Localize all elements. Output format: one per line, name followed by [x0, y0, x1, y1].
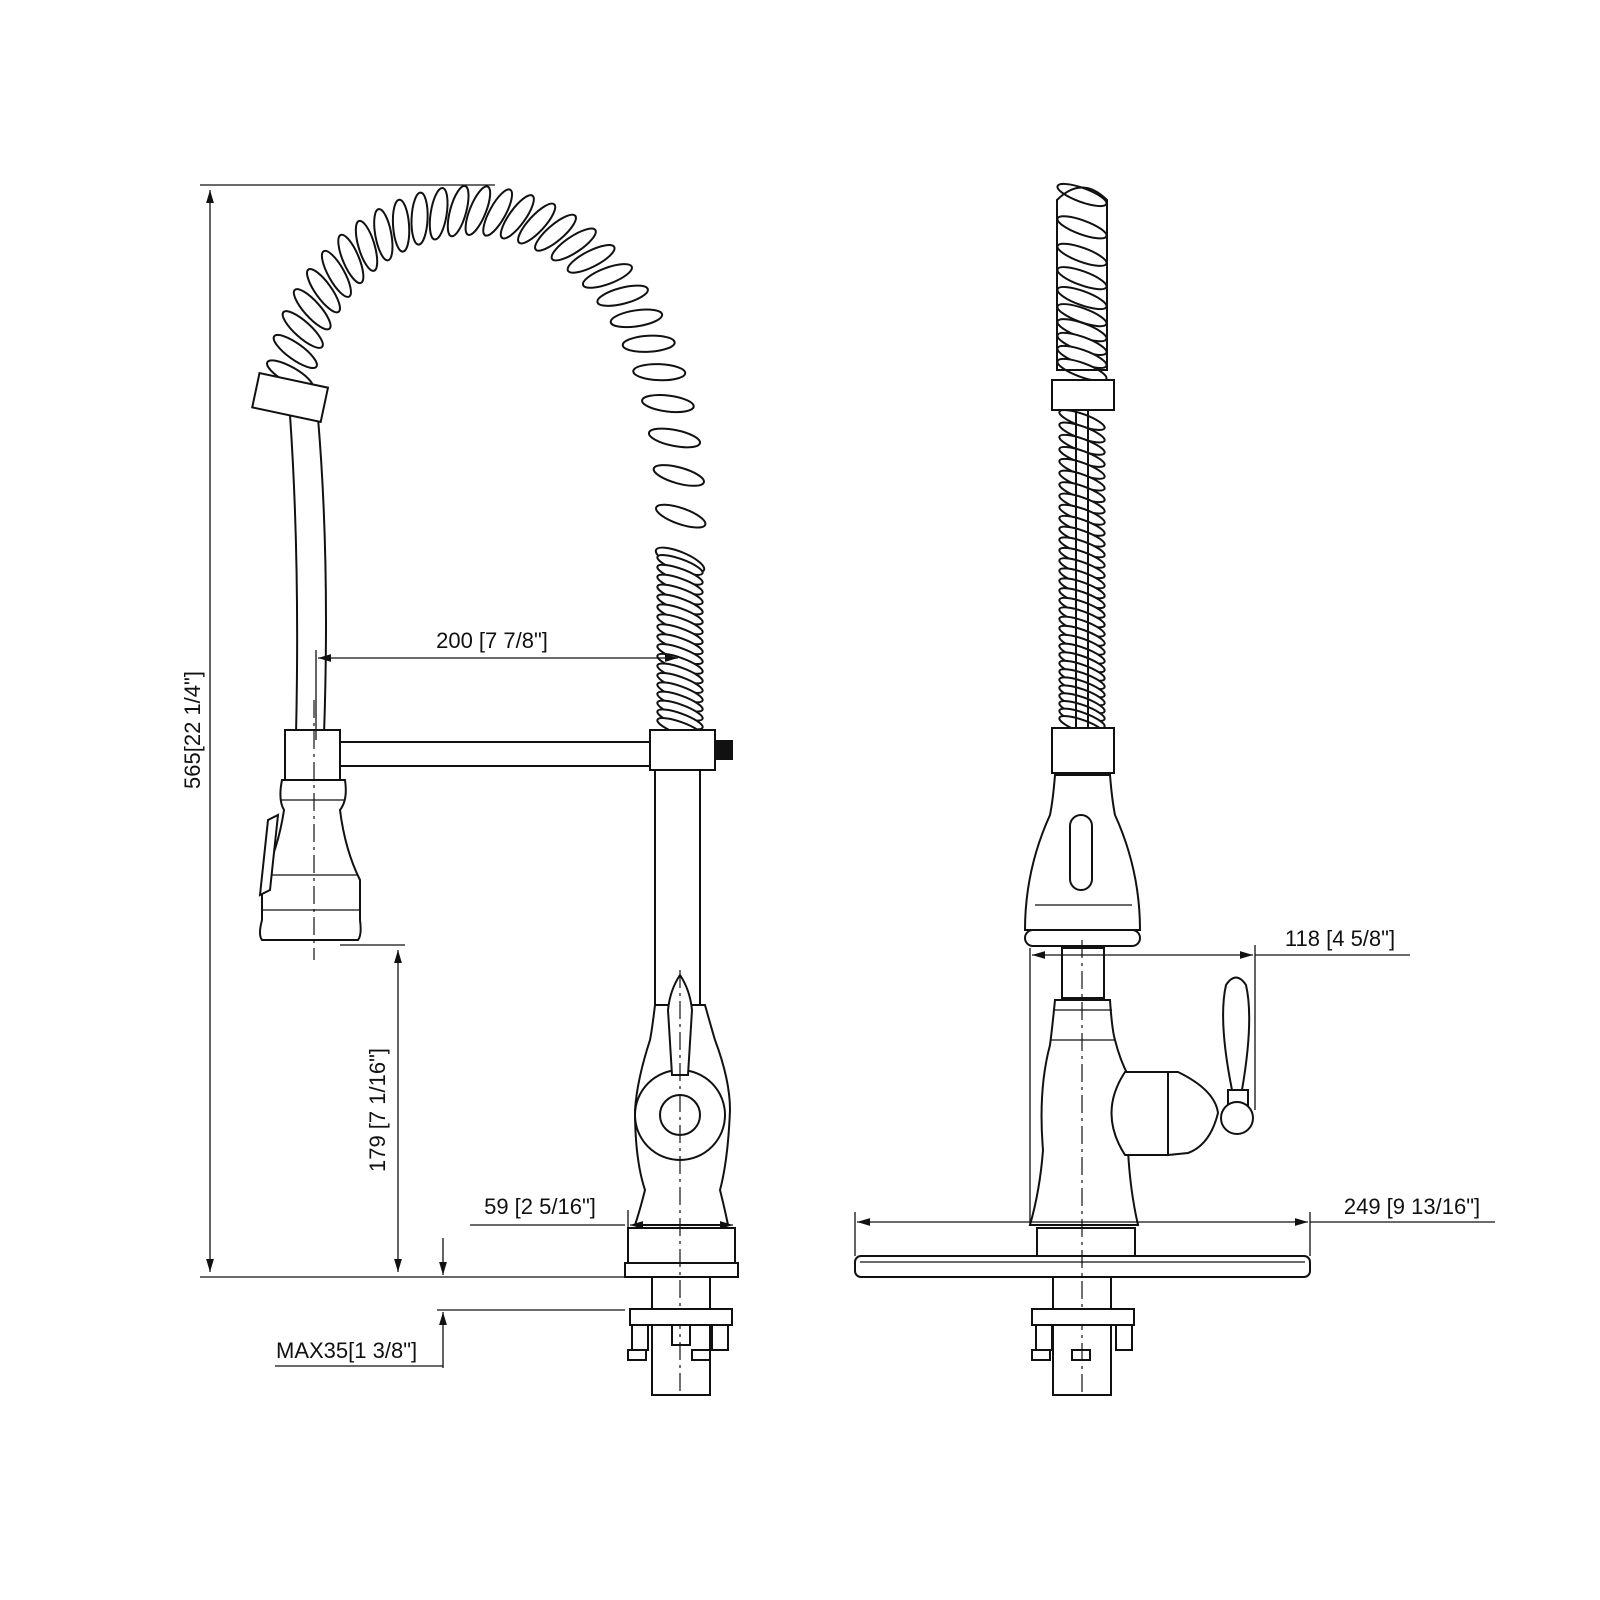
label-spout-clearance: 179 [7 1/16"]	[365, 1048, 390, 1172]
faucet-body-front	[624, 973, 739, 1278]
sprayer-hose	[289, 414, 299, 736]
label-spout-reach: 200 [7 7/8"]	[436, 628, 548, 653]
coil-loop	[410, 191, 429, 246]
coil-loop	[517, 202, 557, 245]
sprayer-hose-edge	[317, 417, 327, 736]
coil-loop	[446, 184, 470, 238]
coil-loop	[641, 394, 695, 414]
sprayer-head-side	[1023, 774, 1142, 947]
label-overall-height: 565[22 1/4"]	[180, 671, 205, 789]
coil-loop	[534, 213, 577, 252]
dimensions-front: 565[22 1/4"] 200 [7 7/8"] 179 [7 1/16"] …	[180, 190, 733, 1368]
coil-loop	[581, 263, 633, 289]
coil-top	[1056, 186, 1108, 371]
coil-loop	[621, 334, 676, 353]
sprayer-head	[258, 729, 362, 941]
coil-loop	[354, 219, 379, 272]
label-base-diameter: 59 [2 5/16"]	[484, 1194, 596, 1219]
coil-loop	[306, 268, 341, 314]
mounting-hardware-front	[627, 1276, 733, 1396]
holder-collar-side	[1051, 727, 1115, 774]
coil-loop	[632, 363, 687, 382]
coil-loop	[428, 187, 449, 241]
coil-loop	[373, 208, 394, 262]
coil-loop	[482, 188, 514, 237]
coil-loop	[464, 185, 492, 236]
body-tube	[654, 769, 701, 1006]
spring-coil-side	[1056, 182, 1108, 737]
coil-loop	[566, 244, 616, 274]
side-view	[854, 182, 1311, 1396]
sprayer-collar	[251, 371, 330, 424]
coil-loop	[647, 427, 702, 449]
holder-arm	[339, 741, 653, 767]
sprayer-collar-side	[1051, 379, 1115, 411]
coil-loop	[655, 503, 707, 529]
front-view	[200, 184, 739, 1396]
coil-loop	[499, 194, 535, 240]
holder-knob	[715, 740, 733, 760]
spring-coil-front	[266, 184, 707, 739]
dimensions-side: 118 [4 5/8"] 249 [9 13/16"]	[854, 926, 1495, 1256]
label-max-deck-thickness: MAX35[1 3/8"]	[276, 1338, 417, 1363]
coil-loop	[272, 333, 318, 369]
coil-loop	[652, 464, 705, 487]
holder-collar	[649, 729, 716, 771]
coil-loop	[337, 233, 365, 285]
coil-loop	[292, 288, 332, 331]
coil-loop	[320, 249, 352, 298]
mounting-hardware-side	[1031, 1276, 1135, 1396]
coil-loop	[609, 308, 664, 329]
coil-loop	[596, 284, 649, 307]
label-deck-plate-width: 249 [9 13/16"]	[1344, 1194, 1480, 1219]
label-handle-reach: 118 [4 5/8"]	[1285, 926, 1395, 951]
faucet-body-side	[1028, 947, 1254, 1257]
handle-side	[1220, 976, 1254, 1135]
coil-loop	[281, 310, 324, 349]
coil-loop	[391, 198, 411, 253]
coil-loop	[550, 227, 597, 262]
